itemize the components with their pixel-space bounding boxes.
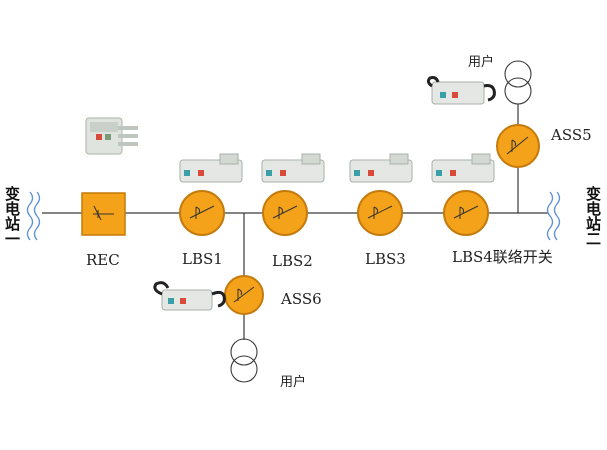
load-top-label: 用户 <box>468 54 494 70</box>
ass5-label: ASS5 <box>550 126 592 144</box>
switch-photo-lbs1 <box>179 153 243 183</box>
transformer-symbol-top <box>504 60 532 105</box>
lbs4-switch[interactable] <box>443 190 489 236</box>
feeder-line <box>42 104 548 340</box>
load-bottom-label: 用户 <box>280 374 306 390</box>
ass5-switch[interactable] <box>496 124 540 168</box>
lbs2-switch[interactable] <box>262 190 308 236</box>
station-left-label: 变电站一 <box>3 185 21 246</box>
wave-break-symbol-right <box>546 191 561 241</box>
ass6-switch[interactable] <box>224 275 264 315</box>
lbs3-label: LBS3 <box>365 250 406 268</box>
switch-photo-lbs2 <box>261 153 325 183</box>
switch-photo-lbs4 <box>431 153 495 183</box>
rec-label: REC <box>86 251 120 269</box>
lbs3-switch[interactable] <box>357 190 403 236</box>
transformer-symbol-bottom <box>230 338 258 383</box>
lbs1-switch[interactable] <box>179 190 225 236</box>
recloser-photo <box>85 117 138 155</box>
lbs4-label: LBS4联络开关 <box>452 248 553 266</box>
lbs2-label: LBS2 <box>272 252 313 270</box>
switch-photo-ass6 <box>153 281 226 311</box>
switch-photo-ass5 <box>426 76 496 105</box>
ass6-label: ASS6 <box>280 290 322 308</box>
wave-break-symbol-left <box>26 191 41 241</box>
switch-photo-lbs3 <box>349 153 413 183</box>
lbs1-label: LBS1 <box>182 250 223 268</box>
station-right-label: 变电站二 <box>584 185 602 246</box>
rec-recloser[interactable] <box>81 192 126 236</box>
